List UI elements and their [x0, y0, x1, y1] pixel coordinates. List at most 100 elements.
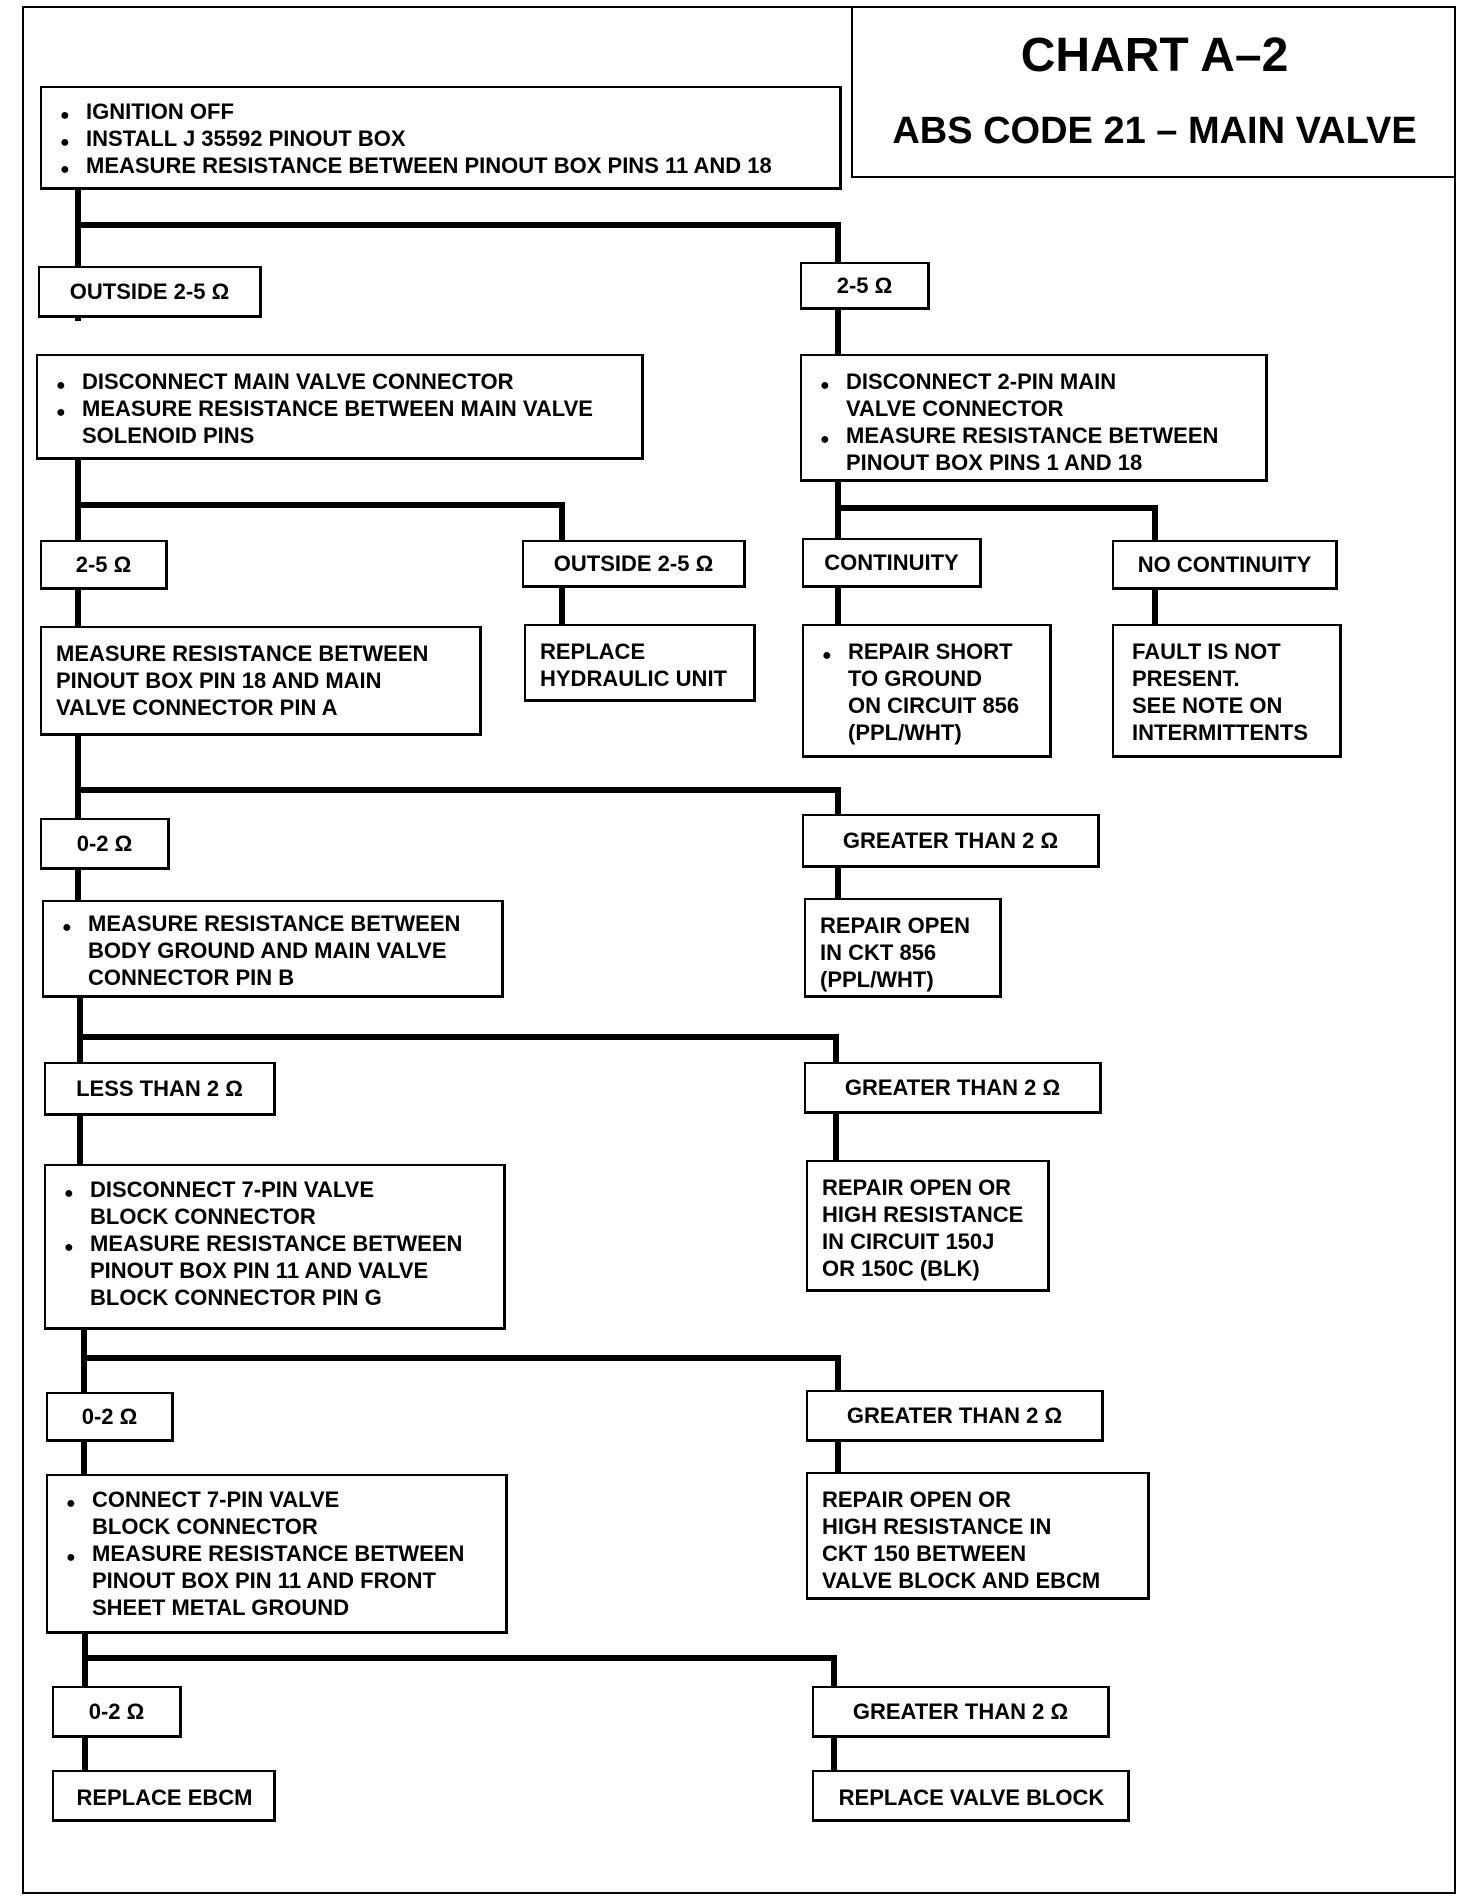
step-text: (PPL/WHT): [848, 720, 962, 745]
step-text: MEASURE RESISTANCE BETWEEN: [88, 911, 461, 936]
step-box: ●IGNITION OFF●INSTALL J 35592 PINOUT BOX…: [40, 86, 842, 190]
condition-label: 2-5 Ω: [40, 540, 168, 590]
step-text: MEASURE RESISTANCE BETWEEN: [846, 423, 1219, 448]
chart-frame: [22, 6, 1456, 1894]
condition-label: CONTINUITY: [802, 538, 982, 588]
step-text: MEASURE RESISTANCE BETWEEN: [90, 1231, 463, 1256]
step-text: OR 150C (BLK): [822, 1256, 980, 1281]
bullet-icon: ●: [56, 377, 66, 394]
bullet-icon: ●: [820, 431, 830, 448]
step-text: BODY GROUND AND MAIN VALVE: [88, 938, 447, 963]
connector: [81, 1355, 841, 1395]
step-text: PINOUT BOX PIN 18 AND MAIN: [56, 668, 382, 693]
connector: [75, 502, 565, 543]
step-text: FAULT IS NOT: [1132, 639, 1281, 664]
condition-label: 0-2 Ω: [52, 1686, 182, 1738]
step-text: PINOUT BOX PIN 11 AND FRONT: [92, 1568, 436, 1593]
step-text: SHEET METAL GROUND: [92, 1595, 350, 1620]
step-text: REPAIR SHORT: [848, 639, 1013, 664]
step-text: PRESENT.: [1132, 666, 1240, 691]
step-text: CONNECTOR PIN B: [88, 965, 295, 990]
condition-label: GREATER THAN 2 Ω: [804, 1062, 1102, 1114]
step-box: REPLACE VALVE BLOCK: [812, 1770, 1130, 1822]
bullet-icon: ●: [64, 1239, 74, 1256]
step-text: DISCONNECT MAIN VALVE CONNECTOR: [82, 369, 514, 394]
condition-label: GREATER THAN 2 Ω: [812, 1686, 1110, 1738]
bullet-icon: ●: [66, 1549, 76, 1566]
step-box: REPLACE EBCM: [52, 1770, 276, 1822]
condition-label: GREATER THAN 2 Ω: [806, 1390, 1104, 1442]
step-text: REPAIR OPEN: [820, 913, 970, 938]
connector: [75, 787, 841, 819]
condition-label: NO CONTINUITY: [1112, 540, 1338, 590]
step-text: INSTALL J 35592 PINOUT BOX: [86, 126, 406, 151]
step-text: VALVE BLOCK AND EBCM: [822, 1568, 1101, 1593]
step-text: IN CKT 856: [820, 940, 937, 965]
title-box: CHART A–2 ABS CODE 21 – MAIN VALVE: [851, 6, 1456, 178]
bullet-icon: ●: [60, 107, 70, 124]
step-text: INTERMITTENTS: [1132, 720, 1308, 745]
step-text: DISCONNECT 2-PIN MAIN: [846, 369, 1117, 394]
bullet-icon: ●: [64, 1185, 74, 1202]
connector: [77, 1034, 839, 1065]
step-text: REPAIR OPEN OR: [822, 1487, 1012, 1512]
step-text: BLOCK CONNECTOR: [92, 1514, 318, 1539]
bullet-icon: ●: [60, 161, 70, 178]
step-text: CKT 150 BETWEEN: [822, 1541, 1027, 1566]
step-text: BLOCK CONNECTOR PIN G: [90, 1285, 382, 1310]
step-text: VALVE CONNECTOR: [846, 396, 1064, 421]
step-text: (PPL/WHT): [820, 967, 934, 992]
step-text: ON CIRCUIT 856: [848, 693, 1020, 718]
step-bullet: ● DISCONNECT MAIN VALVE CONNECTOR: [52, 368, 629, 395]
step-text: HIGH RESISTANCE: [822, 1202, 1024, 1227]
step-text: PINOUT BOX PIN 11 AND VALVE: [90, 1258, 429, 1283]
step-bullet: ● MEASURE RESISTANCE BETWEEN PINOUT BOX P…: [56, 152, 827, 179]
chart-subtitle: ABS CODE 21 – MAIN VALVE: [892, 110, 1417, 152]
condition-label: 0-2 Ω: [46, 1392, 174, 1442]
step-text: DISCONNECT 7-PIN VALVE: [90, 1177, 374, 1202]
step-text: MEASURE RESISTANCE BETWEEN PINOUT BOX PI…: [86, 153, 772, 178]
step-bullet-list: ● DISCONNECT MAIN VALVE CONNECTOR ● MEASURE…: [52, 368, 629, 449]
connector: [75, 222, 841, 265]
condition-label: OUTSIDE 2-5 Ω: [522, 540, 746, 588]
bullet-icon: ●: [56, 404, 66, 421]
step-text: MEASURE RESISTANCE BETWEEN MAIN VALVE: [82, 396, 593, 421]
step-box: ● DISCONNECT MAIN VALVE CONNECTOR ● MEASURE…: [36, 354, 644, 460]
step-text: TO GROUND: [848, 666, 983, 691]
step-text: REPLACE VALVE BLOCK: [838, 1785, 1105, 1810]
step-text: BLOCK CONNECTOR: [90, 1204, 316, 1229]
bullet-icon: ●: [62, 919, 72, 936]
condition-label: 0-2 Ω: [40, 818, 170, 870]
step-text: IN CIRCUIT 150J: [822, 1229, 995, 1254]
connector: [82, 1655, 837, 1691]
step-bullet: ● INSTALL J 35592 PINOUT BOX: [56, 125, 827, 152]
condition-label: 2-5 Ω: [800, 262, 930, 310]
connector: [835, 505, 1158, 545]
step-text: HIGH RESISTANCE IN: [822, 1514, 1052, 1539]
step-bullet: ●IGNITION OFF: [56, 98, 827, 125]
condition-label: OUTSIDE 2-5 Ω: [38, 266, 262, 318]
bullet-icon: ●: [60, 134, 70, 151]
step-text: REPLACE: [540, 639, 646, 664]
